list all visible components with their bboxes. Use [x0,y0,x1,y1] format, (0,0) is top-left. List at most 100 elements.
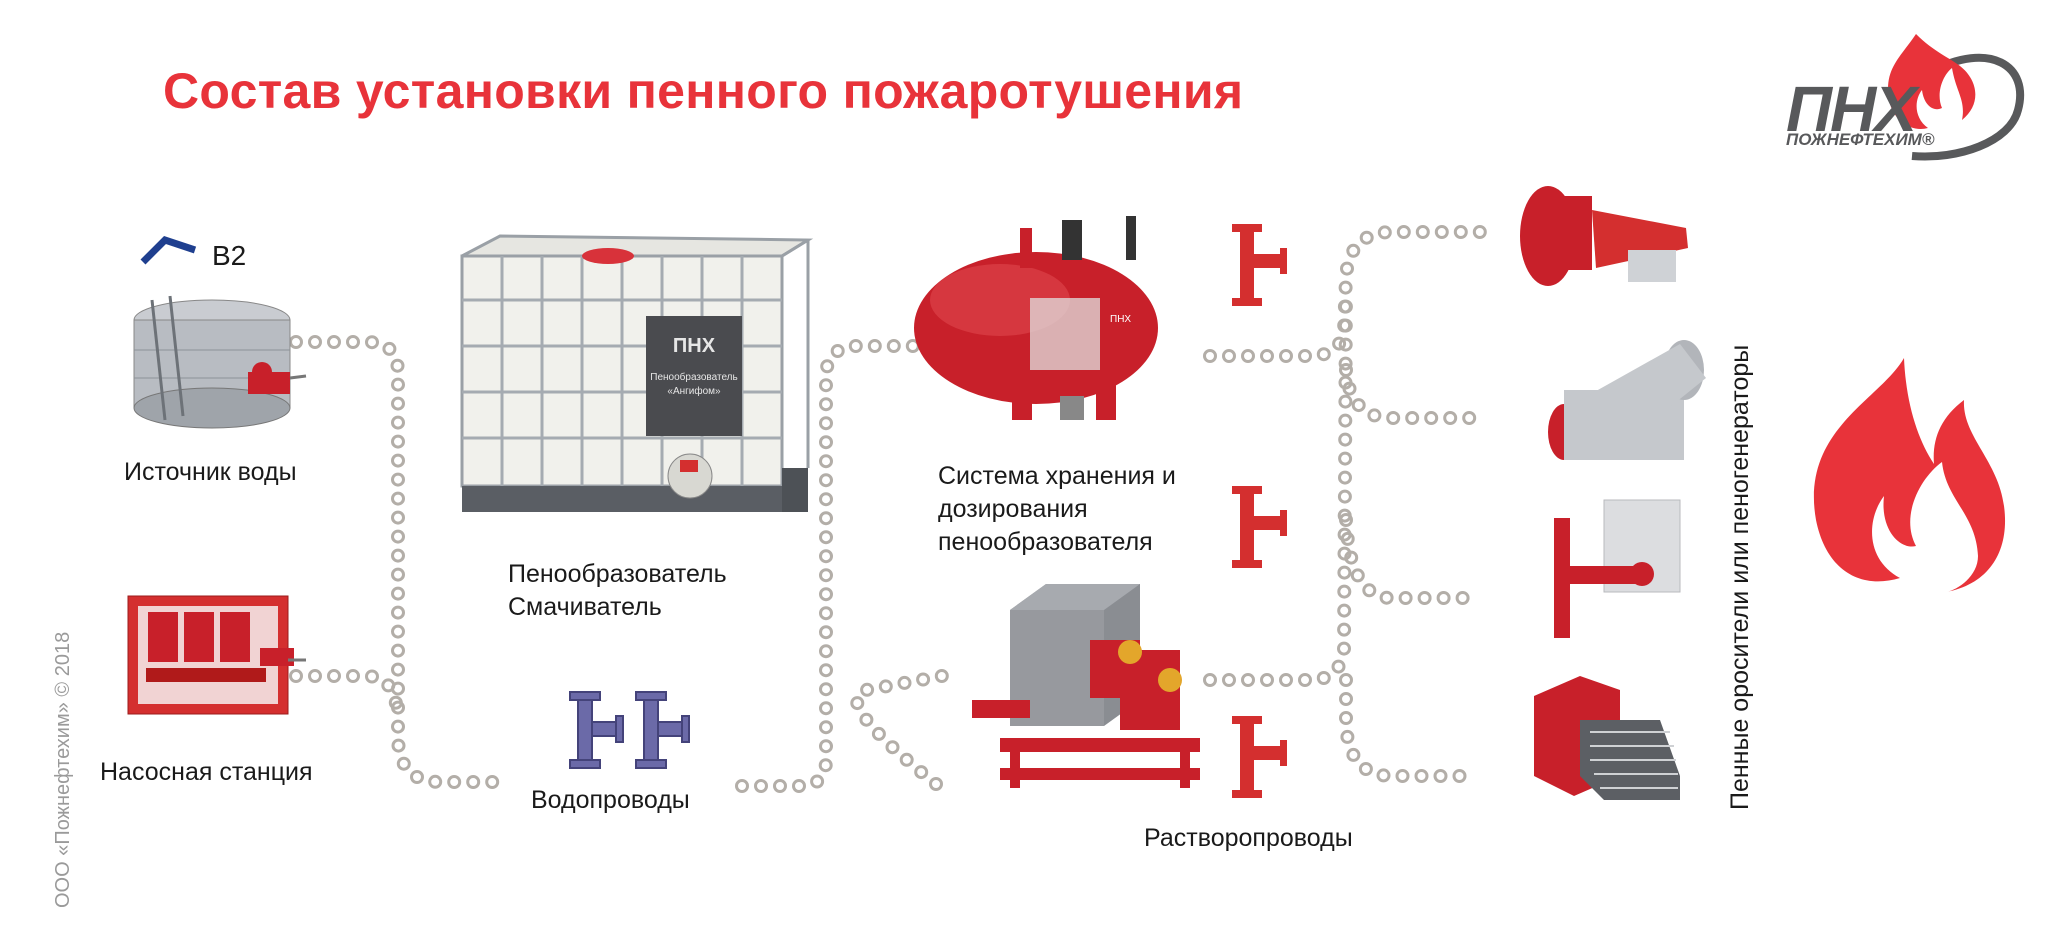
container-label-line2: «Ангифом» [667,385,721,397]
connector-dot [871,726,886,741]
connector-dot [860,682,875,697]
connector-dot [1279,673,1293,687]
connector-dot [391,510,405,525]
connector-dot [1338,413,1353,428]
connector-dot [818,758,833,773]
connector-dot [850,696,865,711]
connector-dot [365,335,379,350]
connector-dot [485,775,500,789]
connector-dot [1379,590,1394,605]
foam-container-illustration: ПНХ Пенообразователь «Ангифом» [460,234,814,512]
flame-icon [1813,358,2006,592]
connector-dot [1362,583,1377,598]
connector-dot [819,530,833,545]
connector-dot [391,605,405,620]
connector-dot [391,719,405,734]
connector-dot [819,492,833,507]
connector-dot [391,396,405,411]
connector-dot [1339,711,1353,725]
connector-dot [391,434,405,449]
connector-dot [886,339,901,353]
water-pipes-illustration [569,691,690,769]
connector-dot [1316,671,1331,685]
connector-dot [1340,729,1355,744]
connector-dot [1396,225,1411,239]
connector-dot [289,669,303,683]
logo-flame-icon [1888,34,2024,161]
connector-dot [1376,768,1391,783]
connector-dot [1337,489,1352,504]
connector-dot [1279,349,1293,363]
connector-dot [1350,568,1365,583]
connector-dot [1222,349,1236,363]
connector-dot [391,738,406,753]
container-brand: ПНХ [673,335,716,357]
connector-dot [391,491,405,506]
dosing-unit-illustration [972,584,1200,788]
label-storage-line3: пенообразователя [938,528,1153,556]
connector-dot [792,779,806,793]
connector-dot [1203,673,1217,687]
connector-dot [308,335,322,349]
connector-dot [1338,470,1352,485]
connector-dot [1316,347,1331,362]
connector-dot [391,567,405,582]
connector-dot [1340,261,1354,276]
connector-dot [391,662,405,677]
tank-brand: ПНХ [1110,314,1131,325]
foam-generator-1 [1520,186,1688,286]
connector-dot [1414,769,1429,783]
connector-dot [819,568,833,583]
connector-dot [735,779,749,793]
connector-dot [391,472,405,487]
connector-dot [819,587,833,602]
connector-dot [773,779,787,793]
connector-dot [391,453,405,468]
connector-dot [1339,363,1353,377]
storage-tank-illustration: ПНХ [914,216,1158,420]
connector-dot [1443,411,1458,425]
connector-dot [410,770,424,784]
connector-dot [1241,673,1255,687]
connector-dot [899,752,914,767]
connector-dot [1339,692,1353,706]
connector-dot [819,720,833,735]
connector-dot [388,695,403,710]
connector-dot [1337,565,1352,580]
connector-dot [819,473,833,488]
connector-dot [1337,584,1352,599]
connector-dot [1386,411,1401,425]
connector-dot [819,416,833,431]
connector-dot [308,669,322,683]
connector-dot [819,682,833,697]
connector-dot [1338,451,1353,466]
copyright: ООО «Пожнефтехим» © 2018 [52,631,74,908]
page-title: Состав установки пенного пожаротушения [163,63,1244,119]
connector-dot [867,339,882,353]
solution-pipes-illustration [1232,224,1287,798]
connector-dot [1298,673,1312,687]
connector-dot [1338,318,1353,333]
label-storage-line2: дозирования [938,495,1088,523]
connector-dot [1462,411,1477,425]
connector-dot [1260,349,1274,363]
connector-dot [1424,411,1439,425]
pump-station-illustration [127,595,306,715]
connector-dot [1338,394,1353,409]
connector-dot [848,339,863,353]
connector-dot [1367,408,1382,423]
connector-dot [859,712,874,727]
connector-dot [447,775,462,789]
connector-dot [1377,225,1392,240]
connector-dot [365,669,379,684]
connector-dot [391,624,405,639]
connector-dot [1338,280,1353,295]
connector-dot [391,529,405,544]
connector-dot [830,344,845,358]
connector-dot [1339,673,1353,687]
connector-dot [1417,591,1432,605]
connector-dot [1260,673,1274,687]
connector-dot [1344,550,1359,565]
connector-dot [1359,230,1374,245]
